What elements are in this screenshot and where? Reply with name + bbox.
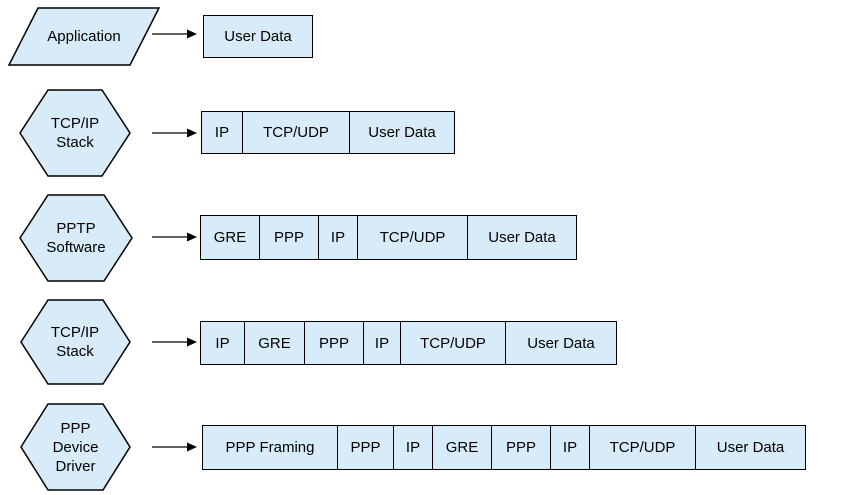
packet-row-tcpip-stack: IP TCP/UDP User Data	[201, 111, 455, 154]
packet-box-ip: IP	[550, 425, 590, 470]
packet-box-ip: IP	[200, 321, 245, 365]
packet-row-ppp-device-driver: PPP Framing PPP IP GRE PPP IP TCP/UDP Us…	[202, 425, 806, 470]
packet-box-gre: GRE	[432, 425, 492, 470]
tcpip-stack-2-hexagon-shape	[20, 299, 131, 385]
packet-box-tcp-udp: TCP/UDP	[357, 215, 468, 260]
packet-box-ppp: PPP	[304, 321, 364, 365]
packet-box-tcp-udp: TCP/UDP	[589, 425, 696, 470]
arrow-right-icon	[187, 29, 197, 39]
tcpip-stack-hexagon-shape	[19, 89, 131, 177]
packet-box-user-data: User Data	[349, 111, 455, 154]
arrow-right-icon	[187, 128, 197, 138]
packet-box-ip: IP	[201, 111, 243, 154]
packet-box-ip: IP	[363, 321, 401, 365]
packet-box-tcp-udp: TCP/UDP	[242, 111, 350, 154]
arrow-right-icon	[187, 442, 197, 452]
flow-arrow-row5	[152, 442, 197, 452]
packet-box-gre: GRE	[200, 215, 260, 260]
packet-box-tcp-udp: TCP/UDP	[400, 321, 506, 365]
packet-box-user-data: User Data	[467, 215, 577, 260]
packet-box-ip: IP	[393, 425, 433, 470]
packet-box-gre: GRE	[244, 321, 305, 365]
packet-box-ppp-framing: PPP Framing	[202, 425, 338, 470]
packet-row-application: User Data	[203, 15, 313, 58]
ppp-device-driver-hexagon-shape	[20, 403, 131, 491]
arrow-right-icon	[187, 232, 197, 242]
arrow-right-icon	[187, 337, 197, 347]
packet-box-ip: IP	[318, 215, 358, 260]
packet-row-pptp-software: GRE PPP IP TCP/UDP User Data	[200, 215, 577, 260]
packet-box-user-data: User Data	[695, 425, 806, 470]
flow-arrow-row3	[152, 232, 197, 242]
pptp-software-hexagon-shape	[19, 194, 133, 282]
packet-box-ppp: PPP	[491, 425, 551, 470]
flow-arrow-row4	[152, 337, 197, 347]
packet-row-tcpip-stack-2: IP GRE PPP IP TCP/UDP User Data	[200, 321, 617, 365]
flow-arrow-row1	[152, 29, 197, 39]
packet-box-ppp: PPP	[259, 215, 319, 260]
packet-box-user-data: User Data	[203, 15, 313, 58]
application-parallelogram-shape	[7, 7, 161, 66]
packet-box-user-data: User Data	[505, 321, 617, 365]
flow-arrow-row2	[152, 128, 197, 138]
packet-box-ppp: PPP	[337, 425, 394, 470]
